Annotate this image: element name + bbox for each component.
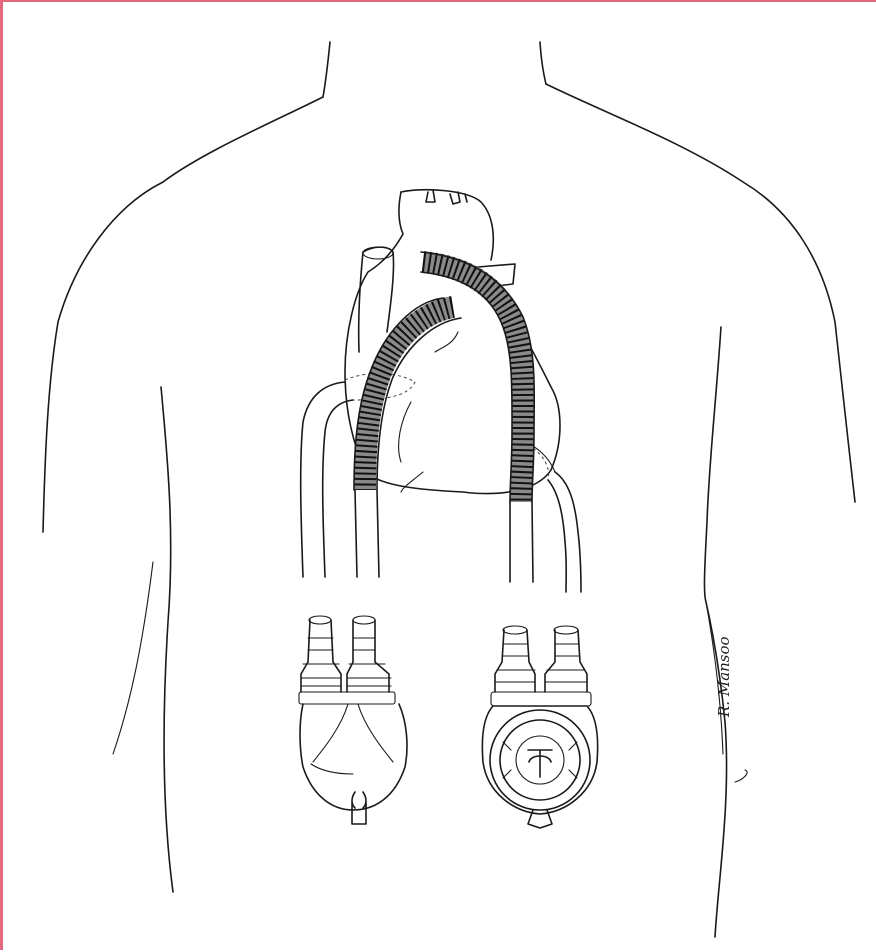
heart-inner-lines bbox=[399, 332, 458, 492]
aorta-top bbox=[401, 190, 493, 260]
flank-right bbox=[704, 327, 726, 937]
cannulas bbox=[301, 382, 581, 592]
right-pump-driveline bbox=[528, 810, 552, 828]
left-pump-inlet-tube bbox=[301, 620, 341, 692]
left-pump-driveline bbox=[352, 792, 366, 824]
flank-left bbox=[161, 387, 173, 892]
artist-signature: R. Mansoo bbox=[715, 636, 747, 782]
outflow-graft-left bbox=[354, 298, 461, 490]
pusher-plate-symbol bbox=[528, 750, 552, 777]
svc-opening bbox=[363, 247, 393, 259]
svg-text:R. Mansoo: R. Mansoo bbox=[715, 636, 733, 718]
right-pump bbox=[482, 626, 597, 828]
illustration: R. Mansoo bbox=[3, 2, 876, 952]
left-pump bbox=[299, 616, 407, 824]
outflow-graft-right bbox=[421, 252, 534, 502]
left-pump-outlet-tube bbox=[347, 620, 389, 692]
aortic-branches bbox=[426, 190, 467, 204]
shoulder-left bbox=[43, 97, 323, 532]
torso-outline bbox=[43, 42, 855, 937]
arm-left-inner bbox=[113, 562, 153, 754]
shoulder-right bbox=[546, 84, 855, 502]
neck-left bbox=[323, 42, 330, 97]
neck-right bbox=[540, 42, 546, 84]
